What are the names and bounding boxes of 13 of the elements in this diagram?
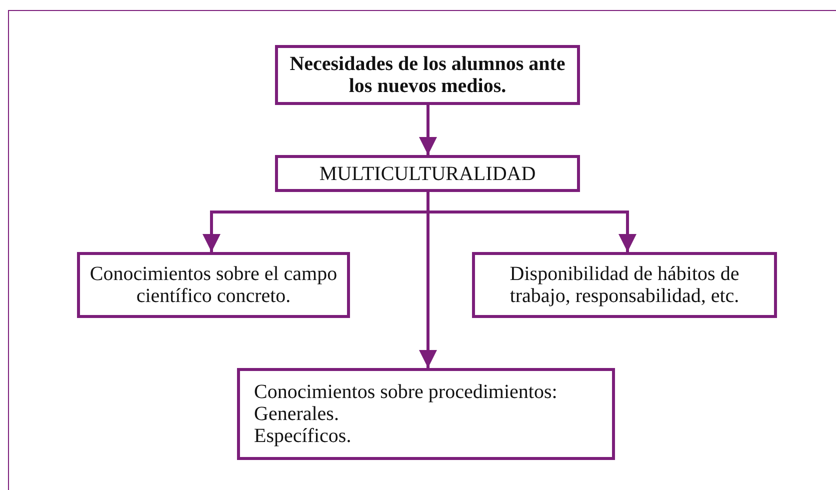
text-box: [77, 252, 350, 318]
box-text: Disponibilidad de hábitos de trabajo, responsabilidad, etc.: [508, 263, 740, 307]
text-box: [237, 368, 615, 460]
arrow: [419, 105, 437, 155]
box-text: Conocimientos sobre procedimientos:: [254, 381, 558, 403]
text-box: [472, 252, 777, 318]
box-text: MULTICULTURALIDAD: [319, 162, 536, 184]
box-text: Necesidades de los alumnos ante los nuevos medios.: [288, 53, 566, 97]
text-box: [275, 155, 580, 192]
box-text: Generales.: [254, 403, 339, 425]
text-box: [275, 45, 580, 105]
box-text: Específicos.: [254, 425, 352, 447]
box-text: Conocimientos sobre el campo científico concreto.: [88, 263, 338, 307]
